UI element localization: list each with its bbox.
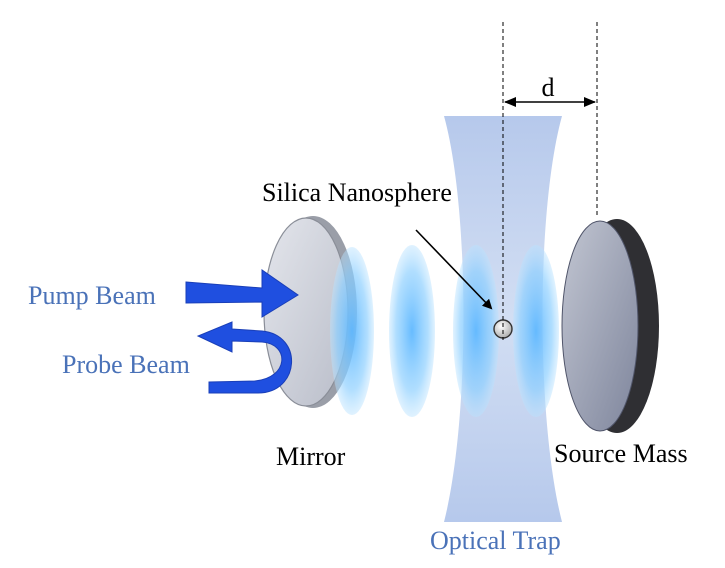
source-mass-label: Source Mass	[554, 439, 688, 468]
pump-beam-arrow-icon	[185, 269, 299, 318]
distance-label: d	[542, 73, 555, 102]
wavefront-4	[513, 245, 559, 417]
wavefront-1	[330, 247, 374, 415]
source-mass-face	[561, 220, 639, 432]
silica-nanosphere	[493, 319, 513, 339]
nanosphere-pointer-arrow	[415, 229, 493, 310]
wavefront-2	[389, 245, 435, 417]
optical-trap-label: Optical Trap	[430, 526, 561, 555]
mirror-label: Mirror	[276, 442, 346, 471]
probe-beam-arrow-icon	[196, 321, 292, 394]
silica-nanosphere-label: Silica Nanosphere	[262, 178, 452, 207]
probe-beam-label: Probe Beam	[62, 350, 190, 379]
wavefront-3	[453, 245, 499, 417]
standing-wave-fronts	[330, 245, 559, 417]
pump-beam-label: Pump Beam	[28, 281, 156, 310]
source-mass	[561, 219, 659, 433]
